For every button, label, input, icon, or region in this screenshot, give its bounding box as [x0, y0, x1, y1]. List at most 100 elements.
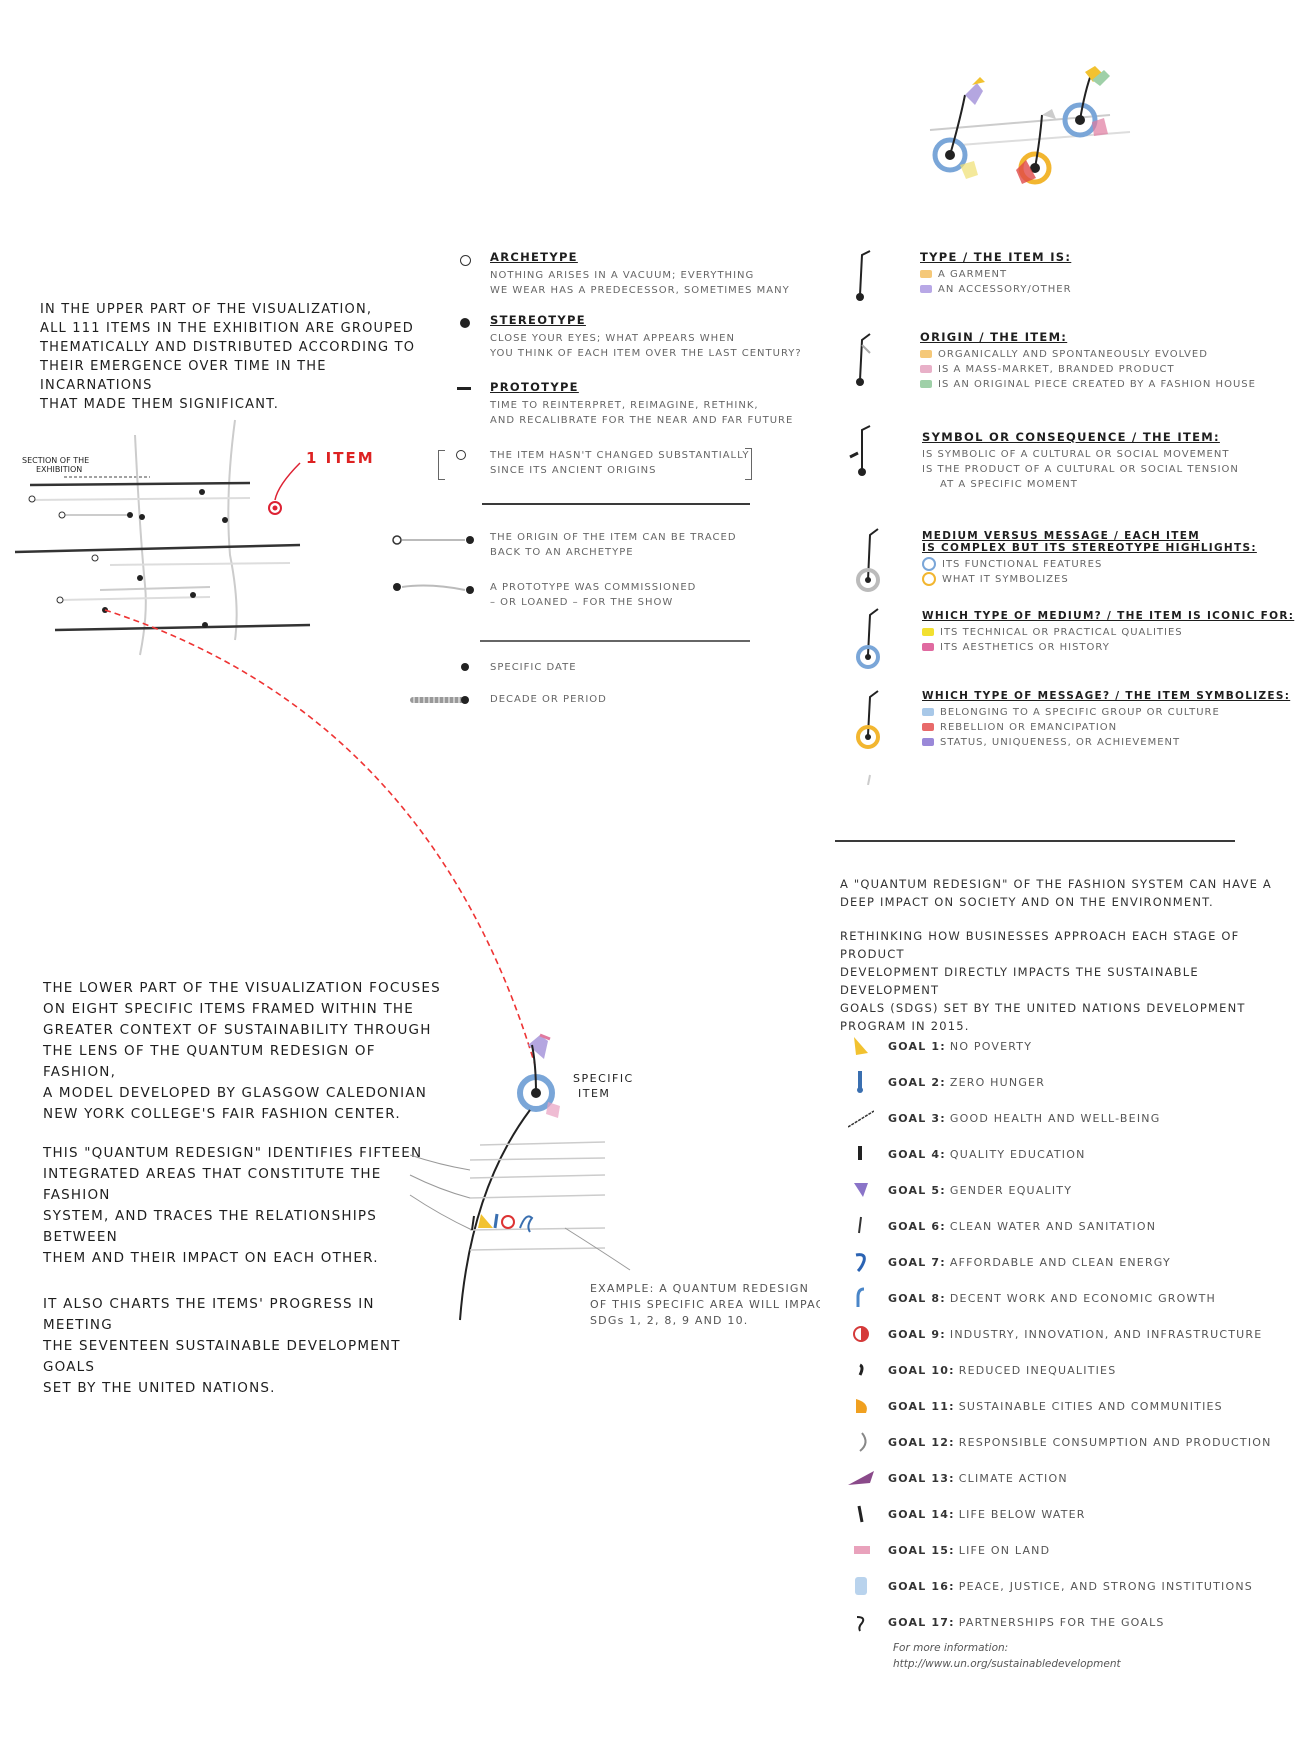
sdg-goal-8-icon: [848, 1285, 874, 1311]
sdg-goal-number: GOAL 9:: [888, 1327, 946, 1341]
organic-swatch-icon: [920, 350, 932, 358]
unchanged-desc: THE ITEM HASN'T CHANGED SUBSTANTIALLY SI…: [490, 450, 750, 476]
sdg-goal-number: GOAL 2:: [888, 1075, 946, 1089]
medium-message-title: IS COMPLEX BUT ITS STEREOTYPE HIGHLIGHTS…: [922, 542, 1257, 554]
unchanged-icon: [456, 450, 466, 460]
sdg-goal-label: CLIMATE ACTION: [958, 1471, 1068, 1485]
sdg-goal-14-icon: [848, 1501, 874, 1527]
origin-title: ORIGIN / THE ITEM:: [920, 330, 1068, 344]
specific-item-label: SPECIFIC: [573, 1072, 634, 1085]
sdg-goal-label: SUSTAINABLE CITIES AND COMMUNITIES: [958, 1399, 1223, 1413]
sdg-goal-6-icon: [848, 1213, 874, 1239]
origin-opt: IS AN ORIGINAL PIECE CREATED BY A FASHIO…: [938, 379, 1256, 390]
sdg-goal-12-icon: [848, 1429, 874, 1455]
sdg-goal-number: GOAL 11:: [888, 1399, 955, 1413]
sdg-goal-label: AFFORDABLE AND CLEAN ENERGY: [949, 1255, 1171, 1269]
functional-ring-icon: [922, 557, 936, 571]
sdg-goal-7-icon: [848, 1249, 874, 1275]
origin-opt: ORGANICALLY AND SPONTANEOUSLY EVOLVED: [938, 349, 1208, 360]
message-opt: STATUS, UNIQUENESS, OR ACHIEVEMENT: [940, 737, 1181, 748]
bracket-right: [745, 448, 752, 480]
prototype-icon: [457, 387, 471, 390]
medium-opt: ITS TECHNICAL OR PRACTICAL QUALITIES: [940, 627, 1183, 638]
commissioned-desc: A PROTOTYPE WAS COMMISSIONED – OR LOANED…: [490, 582, 697, 608]
intro-upper-line: THEMATICALLY AND DISTRIBUTED ACCORDING T…: [40, 340, 416, 355]
item-label: 1 ITEM: [306, 449, 375, 467]
symbol-opt: IS THE PRODUCT OF A CULTURAL OR SOCIAL T…: [922, 464, 1239, 475]
example-label: SDGs 1, 2, 8, 9 AND 10.: [590, 1314, 749, 1327]
rebellion-swatch-icon: [922, 723, 934, 731]
more-info-label: For more information:: [893, 1642, 1009, 1654]
sdg-goal-number: GOAL 5:: [888, 1183, 946, 1197]
sdg-goal-row: GOAL 11:SUSTAINABLE CITIES AND COMMUNITI…: [888, 1395, 1223, 1417]
origin-opt: IS A MASS-MARKET, BRANDED PRODUCT: [938, 364, 1175, 375]
specific-item-label: ITEM: [578, 1087, 610, 1100]
intro-upper-line: THAT MADE THEM SIGNIFICANT.: [40, 397, 280, 412]
sdg-goal-number: GOAL 6:: [888, 1219, 946, 1233]
prototype-title: PROTOTYPE: [490, 380, 579, 394]
upper-mini-diagram: SECTION OF THE EXHIBITION 1 ITEM: [14, 419, 536, 1066]
item-legend-medium-message: MEDIUM VERSUS MESSAGE / EACH ITEM IS COM…: [922, 530, 1302, 587]
sdg-goal-label: ZERO HUNGER: [949, 1075, 1046, 1089]
medium-message-title: MEDIUM VERSUS MESSAGE / EACH ITEM: [922, 530, 1200, 542]
stereotype-title: STEREOTYPE: [490, 313, 586, 327]
sdg-goal-label: PARTNERSHIPS FOR THE GOALS: [958, 1615, 1165, 1629]
message-opt: REBELLION OR EMANCIPATION: [940, 722, 1118, 733]
sdg-goal-row: GOAL 13:CLIMATE ACTION: [888, 1467, 1068, 1489]
stereotype-icon: [460, 318, 470, 328]
item-legend-symbol: SYMBOL OR CONSEQUENCE / THE ITEM: IS SYM…: [922, 430, 1302, 492]
sdg-goal-number: GOAL 4:: [888, 1147, 946, 1161]
medium-message-opt: WHAT IT SYMBOLIZES: [942, 574, 1069, 585]
sdg-goal-row: GOAL 15:LIFE ON LAND: [888, 1539, 1050, 1561]
garment-swatch-icon: [920, 270, 932, 278]
sdg-goal-number: GOAL 17:: [888, 1615, 955, 1629]
symbol-title: SYMBOL OR CONSEQUENCE / THE ITEM:: [922, 430, 1220, 444]
item-legend-icons: [849, 250, 880, 785]
sdg-goal-16-icon: [848, 1573, 874, 1599]
specific-date-label: SPECIFIC DATE: [490, 662, 577, 673]
intro-upper-line: THEIR EMERGENCE OVER TIME IN THE INCARNA…: [40, 359, 327, 393]
sdg-goal-4-icon: [848, 1141, 874, 1167]
fashion-house-swatch-icon: [920, 380, 932, 388]
stereotype-desc: CLOSE YOUR EYES; WHAT APPEARS WHEN YOU T…: [490, 333, 802, 359]
sdg-goal-row: GOAL 3:GOOD HEALTH AND WELL-BEING: [888, 1107, 1160, 1129]
archetype-title: ARCHETYPE: [490, 250, 578, 264]
medium-opt: ITS AESTHETICS OR HISTORY: [940, 642, 1110, 653]
sdg-goal-label: DECENT WORK AND ECONOMIC GROWTH: [949, 1291, 1216, 1305]
type-opt: AN ACCESSORY/OTHER: [938, 284, 1072, 295]
sdg-goal-row: GOAL 2:ZERO HUNGER: [888, 1071, 1045, 1093]
type-opt: A GARMENT: [938, 269, 1008, 280]
item-stem-line: [459, 1109, 531, 1321]
accessory-swatch-icon: [920, 285, 932, 293]
divider: [482, 503, 750, 505]
traced-desc: THE ORIGIN OF THE ITEM CAN BE TRACED BAC…: [490, 532, 737, 558]
message-opt: BELONGING TO A SPECIFIC GROUP OR CULTURE: [940, 707, 1220, 718]
aesthetics-swatch-icon: [922, 643, 934, 651]
sdg-goal-row: GOAL 12:RESPONSIBLE CONSUMPTION AND PROD…: [888, 1431, 1272, 1453]
sdg-goal-row: GOAL 6:CLEAN WATER AND SANITATION: [888, 1215, 1156, 1237]
item-legend-type: TYPE / THE ITEM IS: A GARMENT AN ACCESSO…: [920, 250, 1300, 297]
sdg-goal-row: GOAL 16:PEACE, JUSTICE, AND STRONG INSTI…: [888, 1575, 1253, 1597]
mass-market-swatch-icon: [920, 365, 932, 373]
sdg-goal-row: GOAL 17:PARTNERSHIPS FOR THE GOALS: [888, 1611, 1165, 1633]
sdg-goal-number: GOAL 1:: [888, 1039, 946, 1053]
sdg-goal-row: GOAL 5:GENDER EQUALITY: [888, 1179, 1072, 1201]
sdg-goal-number: GOAL 15:: [888, 1543, 955, 1557]
example-label: EXAMPLE: A QUANTUM REDESIGN: [590, 1282, 809, 1295]
sdg-goal-number: GOAL 13:: [888, 1471, 955, 1485]
specific-date-icon: [461, 663, 469, 671]
item-cluster-illustration: [929, 66, 1131, 185]
sdg-goal-label: GOOD HEALTH AND WELL-BEING: [949, 1111, 1161, 1125]
sdg-goal-number: GOAL 8:: [888, 1291, 946, 1305]
section-label-2: EXHIBITION: [36, 465, 82, 474]
item-legend-origin: ORIGIN / THE ITEM: ORGANICALLY AND SPONT…: [920, 330, 1300, 392]
type-title: TYPE / THE ITEM IS:: [920, 250, 1072, 264]
decade-icon: [410, 697, 466, 703]
sdg-symbols-group: [471, 1213, 534, 1233]
connection-dashed-line: [104, 609, 536, 1066]
sdg-goal-row: GOAL 4:QUALITY EDUCATION: [888, 1143, 1086, 1165]
more-info-link[interactable]: http://www.un.org/sustainabledevelopment: [893, 1658, 1121, 1670]
item-legend-message: WHICH TYPE OF MESSAGE? / THE ITEM SYMBOL…: [922, 690, 1302, 750]
sdg-goal-number: GOAL 14:: [888, 1507, 955, 1521]
sdg-goal-number: GOAL 12:: [888, 1435, 955, 1449]
